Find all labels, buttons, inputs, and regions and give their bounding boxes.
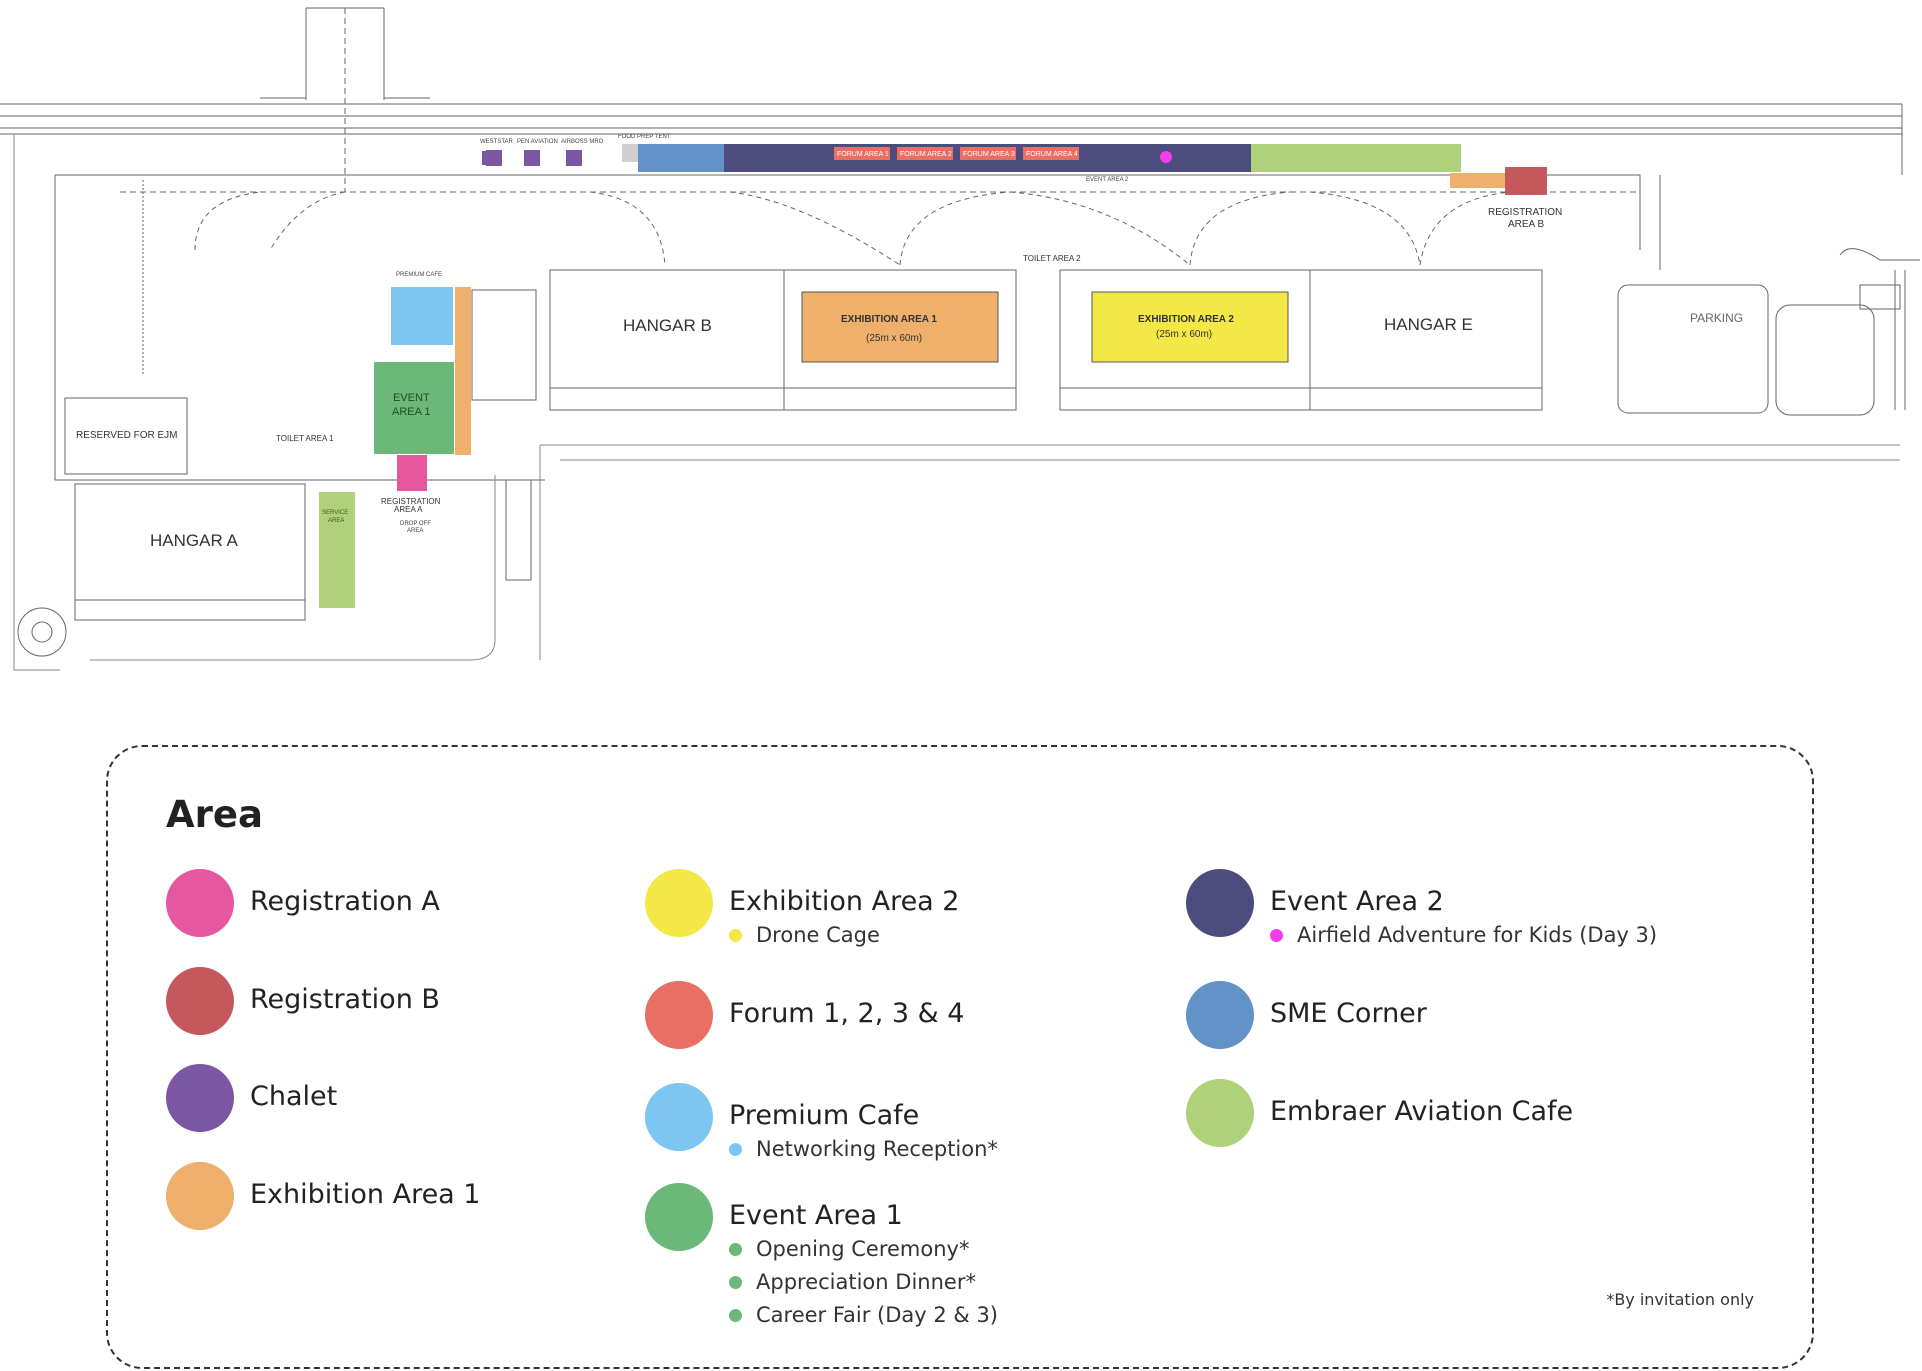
legend-item-name: Chalet [250,1081,338,1112]
legend-swatch [645,869,713,937]
exhibition-1-label: EXHIBITION AREA 1 [841,314,937,325]
legend-sub-item: Drone Cage [729,919,960,952]
legend-sub-label: Opening Ceremony* [756,1237,970,1261]
premium-cafe-label: PREMIUM CAFE [396,272,442,278]
legend-item-name: Event Area 1 [729,1200,903,1231]
legend-item-text: Registration A [250,869,440,919]
legend-item-name: Exhibition Area 2 [729,886,960,917]
legend-item-text: SME Corner [1270,981,1427,1031]
legend-title: Area [166,793,263,836]
registration-b-label-1: REGISTRATION [1488,207,1562,218]
reserved-label: RESERVED FOR EJM [76,430,178,441]
drop-off-label-2: AREA [407,528,423,534]
legend-item-text: Exhibition Area 1 [250,1162,481,1212]
legend-sub-label: Career Fair (Day 2 & 3) [756,1303,998,1327]
legend-item: Registration A [166,869,440,937]
legend-item-text: Registration B [250,967,440,1017]
exhibition-2-label: EXHIBITION AREA 2 [1138,314,1234,325]
legend-sub-label: Networking Reception* [756,1137,998,1161]
legend-sub-item: Career Fair (Day 2 & 3) [729,1299,998,1332]
service-area-label-1: SERVICE [322,510,348,516]
event-area-1-label-1: EVENT [393,392,430,404]
legend-item: Event Area 1 Opening Ceremony* Appreciatio… [645,1183,998,1332]
legend-swatch [1186,981,1254,1049]
legend-sub-label: Airfield Adventure for Kids (Day 3) [1297,923,1658,947]
hangar-b-label: HANGAR B [623,316,712,335]
legend-sub-item: Networking Reception* [729,1133,998,1166]
legend-sub-dot [729,1143,742,1156]
legend-item: Embraer Aviation Cafe [1186,1079,1573,1147]
legend-item-text: Chalet [250,1064,337,1114]
legend-sub-dot [729,1243,742,1256]
registration-a-label-1: REGISTRATION [381,497,441,506]
registration-a-label-2: AREA A [394,505,423,514]
legend-item: Event Area 2 Airfield Adventure for Kids … [1186,869,1657,952]
legend-item: Chalet [166,1064,337,1132]
chalet-pen-aviation-label: PEN AVIATION [517,139,558,145]
drop-off-label-1: DROP OFF [400,521,431,527]
exhibition-1-size: (25m x 60m) [866,333,922,344]
legend-swatch [645,1083,713,1151]
forum-1-label: FORUM AREA 1 [837,151,889,158]
legend-swatch [166,1162,234,1230]
hangar-a-label: HANGAR A [150,531,239,550]
chalet-airboss-label: AIRBOSS MRO [561,139,604,145]
legend-item: SME Corner [1186,981,1427,1049]
toilet-2-label: TOILET AREA 2 [1023,254,1081,263]
registration-b-label-2: AREA B [1508,219,1544,230]
legend-swatch [166,869,234,937]
legend-item-name: Registration A [250,886,440,917]
legend-swatch [645,981,713,1049]
hangar-e-label: HANGAR E [1384,315,1473,334]
forum-4-label: FORUM AREA 4 [1026,151,1078,158]
legend-item-name: Premium Cafe [729,1100,920,1131]
food-prep-label: FOOD PREP TENT [618,134,671,140]
legend-sub-item: Airfield Adventure for Kids (Day 3) [1270,919,1657,952]
legend-swatch [1186,869,1254,937]
legend-swatch [166,967,234,1035]
legend-swatch [645,1183,713,1251]
legend-swatch [1186,1079,1254,1147]
legend-item-text: Exhibition Area 2 Drone Cage [729,869,960,952]
legend-item: Exhibition Area 1 [166,1162,481,1230]
legend-item-name: Forum 1, 2, 3 & 4 [729,998,965,1029]
legend-sub-dot [729,1276,742,1289]
service-area-label-2: AREA [328,518,344,524]
legend-sub-label: Drone Cage [756,923,880,947]
forum-3-label: FORUM AREA 3 [963,151,1015,158]
legend-item-text: Event Area 1 Opening Ceremony* Appreciatio… [729,1183,998,1332]
legend-sub-dot [729,929,742,942]
exhibition-2-size: (25m x 60m) [1156,329,1212,340]
legend-sub-dot [729,1309,742,1322]
legend-item: Registration B [166,967,440,1035]
legend-sub-item: Opening Ceremony* [729,1233,998,1266]
legend-swatch [166,1064,234,1132]
legend-item-name: Embraer Aviation Cafe [1270,1096,1574,1127]
toilet-1-label: TOILET AREA 1 [276,434,334,443]
parking-label: PARKING [1690,311,1743,325]
forum-2-label: FORUM AREA 2 [900,151,952,158]
legend-item-name: Registration B [250,984,440,1015]
legend-item-name: Event Area 2 [1270,886,1444,917]
legend-sub-item: Appreciation Dinner* [729,1266,998,1299]
event-area-1-label-2: AREA 1 [392,406,431,418]
legend-item: Forum 1, 2, 3 & 4 [645,981,964,1049]
legend-item-text: Embraer Aviation Cafe [1270,1079,1573,1129]
legend-item-name: SME Corner [1270,998,1427,1029]
legend-sub-dot [1270,929,1283,942]
legend-item: Exhibition Area 2 Drone Cage [645,869,960,952]
chalet-weststar-label: WESTSTAR [480,139,514,145]
legend-sub-label: Appreciation Dinner* [756,1270,976,1294]
event-area-2-label: EVENT AREA 2 [1086,177,1129,183]
legend-item-text: Forum 1, 2, 3 & 4 [729,981,964,1031]
legend-item-name: Exhibition Area 1 [250,1179,481,1210]
legend-item-text: Event Area 2 Airfield Adventure for Kids … [1270,869,1657,952]
site-map: HANGAR A HANGAR B HANGAR E RESERVED FOR … [0,7,1920,671]
invitation-note: *By invitation only [1606,1290,1754,1309]
